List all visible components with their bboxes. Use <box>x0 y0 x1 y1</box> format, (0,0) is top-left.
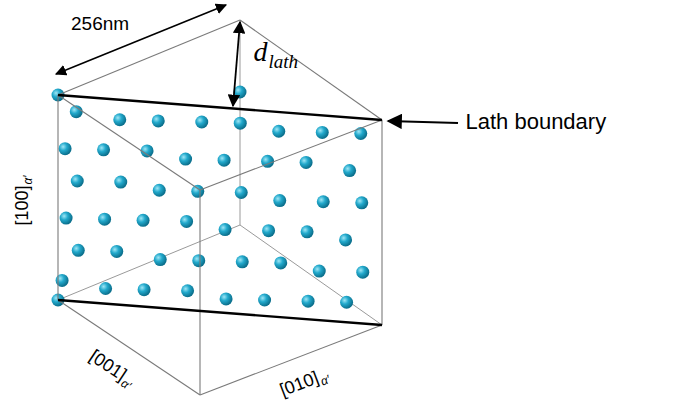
atom <box>258 294 271 307</box>
atom <box>180 215 193 228</box>
atom <box>236 255 249 268</box>
label-text: 256nm <box>71 13 129 35</box>
cube-back-edges <box>58 20 382 325</box>
spacing-label: dlath <box>254 36 299 68</box>
axis-label: [001]α′ <box>85 345 138 390</box>
axis-label: [100]α′ <box>12 175 33 225</box>
label-subscript: α′ <box>21 175 35 184</box>
label-text: d <box>254 36 268 68</box>
cube-front-edges <box>58 20 382 395</box>
atom <box>195 116 208 129</box>
atom <box>98 213 111 226</box>
atom <box>191 185 204 198</box>
boundary-label: Lath boundary <box>466 109 607 135</box>
lath-boundary-lines <box>58 95 382 325</box>
atom <box>137 214 150 227</box>
label-text: [010] <box>277 367 322 401</box>
atom <box>219 223 232 236</box>
atom <box>234 117 247 130</box>
label-subscript: lath <box>269 51 299 73</box>
atom <box>179 153 192 166</box>
atom <box>181 284 194 297</box>
atom <box>113 113 126 126</box>
atom <box>99 282 112 295</box>
atom <box>272 125 285 138</box>
leader-arrow <box>388 121 458 123</box>
atom <box>59 142 72 155</box>
atom <box>110 245 123 258</box>
atom <box>302 295 315 308</box>
atom <box>154 253 167 266</box>
atom <box>273 194 286 207</box>
atom <box>274 256 287 269</box>
atom <box>138 283 151 296</box>
atom <box>301 225 314 238</box>
atom <box>356 266 369 279</box>
label-text: [100] <box>12 185 33 225</box>
atom <box>152 114 165 127</box>
atom <box>192 254 205 267</box>
atom <box>114 176 127 189</box>
atom <box>234 86 247 99</box>
atom <box>218 154 231 167</box>
atom <box>235 186 248 199</box>
label-text: Lath boundary <box>466 109 607 135</box>
atom <box>97 143 110 156</box>
atom <box>317 195 330 208</box>
atom <box>313 265 326 278</box>
atom <box>339 233 352 246</box>
atom <box>153 184 166 197</box>
atom <box>71 174 84 187</box>
axis-label: [010]α′ <box>277 363 331 401</box>
atom <box>316 126 329 139</box>
atom <box>355 196 368 209</box>
lath-spacing-arrow <box>233 22 240 106</box>
atom <box>262 224 275 237</box>
dimension-arrow <box>56 5 226 74</box>
atom <box>343 164 356 177</box>
atom-layer <box>52 86 370 309</box>
atom <box>300 156 313 169</box>
atom <box>60 212 73 225</box>
atom <box>72 244 85 257</box>
dimension-label: 256nm <box>71 13 129 35</box>
atom <box>340 296 353 309</box>
atom <box>354 127 367 140</box>
atom <box>220 292 233 305</box>
